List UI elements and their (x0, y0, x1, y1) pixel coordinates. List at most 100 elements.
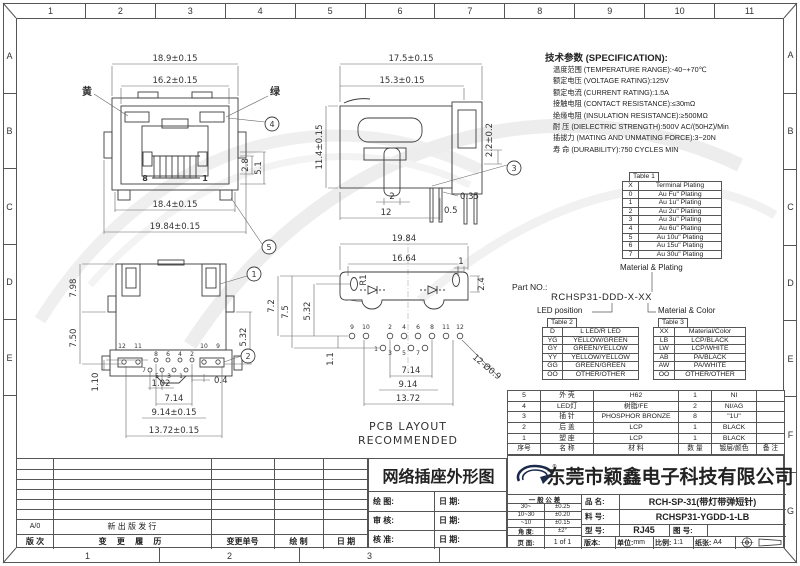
dim-h2: 7.5 (281, 305, 291, 319)
spec-item: 温度范围 (TEMPERATURE RANGE):-40~+70℃ (553, 65, 707, 74)
cell: Material/Color (674, 327, 746, 337)
grid-row-label: B (784, 94, 797, 170)
cell: YY (542, 352, 563, 363)
grid-col-label: 11 (744, 5, 755, 16)
dim-total-width: 19.84±0.15 (150, 222, 200, 232)
dim-edge: 1 (458, 257, 463, 267)
signoff-date-label: 日 期: (439, 496, 460, 506)
grid-col-label: 7 (435, 3, 506, 18)
cell: PA/WHITE (674, 361, 746, 371)
cell: OO (542, 369, 563, 380)
spec-item: 绝缘电阻 (INSULATION RESISTANCE):≥500MΩ (553, 110, 708, 120)
rear-pin-label: 12 (118, 343, 126, 350)
dim-body-width: 15.3±0.15 (380, 76, 425, 86)
grid-row-label: F (784, 397, 797, 474)
cell: LCP/WHITE (674, 344, 746, 354)
cell: 3 (622, 215, 639, 225)
cell: Au 2u" Plating (638, 206, 722, 217)
hole-note: 12-Ø0.9 (470, 352, 503, 382)
cell: 2 (678, 400, 712, 413)
unit-value: mm (633, 539, 646, 546)
cell: 外 壳 (540, 390, 594, 402)
cell: 1 (507, 432, 541, 445)
revision-header: 变更单号 (226, 537, 259, 546)
pcb-layout-view: 9 10 2 4 6 8 11 12 1 3 5 7 19.84 16.64 1… (267, 234, 503, 447)
pcb-recommended-note: RECOMMENDED (358, 434, 458, 447)
paper-label: 纸张: (695, 539, 712, 547)
part-number-label: 料 号: (585, 512, 605, 521)
dim-span2: 9.14±0.15 (152, 408, 197, 418)
grid-rows-left: A B C D E (3, 18, 16, 548)
tolerance-title: 一 般 公 差 (528, 496, 561, 504)
cell: GREEN/YELLOW (562, 344, 639, 354)
front-view: 18.9±0.15 16.2±0.15 18.4±0.15 19.84±0.15… (82, 54, 281, 255)
tolerance-angle-value: ±2° (557, 528, 568, 534)
dim-pitch: 1.02 (152, 379, 171, 389)
pin-8-label: 8 (142, 174, 148, 183)
dim-h3: 5.32 (303, 302, 313, 321)
grid-col-label: 3 (156, 3, 226, 18)
cell (756, 432, 785, 445)
tolerance-value: ±0.15 (555, 520, 570, 526)
grid-row-label: B (3, 94, 16, 169)
grid-col-label: 6 (366, 3, 436, 18)
revision-desc: 新 出 版 发 行 (107, 522, 157, 531)
header-cell: 备 注 (756, 443, 785, 455)
dim-inner-width: 16.64 (392, 254, 416, 264)
cell: GG (542, 361, 563, 371)
pcb-pin-label: 4 (402, 324, 406, 331)
grid-row-label: A (784, 18, 797, 94)
dim-row-offset: 1.10 (91, 373, 101, 392)
cell: YELLOW/GREEN (562, 335, 639, 346)
outer-border (3, 3, 797, 563)
table2-tab: Table 2 (547, 318, 577, 327)
model-label: 型 号: (585, 525, 605, 535)
grid-row-label: E (784, 321, 797, 398)
header-cell: 材 料 (593, 443, 679, 455)
grid-col-label: 9 (575, 3, 646, 18)
cell: 4 (622, 223, 639, 234)
header-cell: 数 量 (678, 443, 712, 455)
grid-columns-top: 1 2 3 4 5 6 7 8 9 10 11 (16, 3, 784, 18)
unit-field: 单位:mm (617, 536, 653, 549)
cell: LW (653, 344, 675, 354)
revision-rev: A/0 (29, 523, 41, 530)
cell: 后 盖 (540, 421, 594, 434)
revision-label: 版本: (584, 539, 601, 547)
grid-col-label: 2 (86, 3, 156, 18)
dim-span3: 13.72±0.15 (149, 426, 199, 436)
header-cell: 序号 (507, 443, 541, 455)
dim-peg-width: 2 (389, 192, 394, 202)
dim-led-height: 2.8 (241, 158, 251, 172)
cell: Au 6u" Plating (638, 223, 722, 234)
specification-block: 技术参数 (SPECIFICATION): 温度范围 (TEMPERATURE … (545, 50, 783, 155)
spec-item: 额定电压 (VOLTAGE RATING):125V (553, 76, 669, 86)
grid-col-label: 8 (505, 3, 576, 18)
cell: LCP (593, 432, 679, 445)
rear-pin-label: 10 (200, 343, 208, 350)
tolerance-angle-label: 角 度: (518, 529, 534, 536)
part-no-leader-lines (592, 272, 656, 313)
cell: 插 针 (540, 411, 594, 423)
cell: 5 (507, 390, 541, 402)
grid-col-label: 3 (300, 548, 440, 563)
cell: 0 (622, 189, 639, 200)
page-value: 1 of 1 (553, 538, 572, 546)
dim-outer-width: 18.9±0.15 (153, 54, 198, 64)
cell: PHOSPHOR BRONZE (593, 411, 679, 423)
rear-view: 12 11 10 9 8 6 4 2 7 5 3 1 7.98 7.50 5.3… (69, 259, 262, 438)
dim-top-width: 17.5±0.15 (389, 54, 434, 64)
dim-span3: 13.72 (396, 394, 420, 404)
balloon-4: 4 (269, 120, 274, 129)
pcb-pin-label: 5 (402, 350, 406, 357)
grid-row-label: D (3, 245, 16, 320)
rear-pin-label: 7 (142, 367, 146, 374)
cell: 3 (507, 411, 541, 423)
paper-value: A4 (713, 539, 722, 546)
pcb-pin-label: 7 (416, 350, 420, 357)
company-logo-icon: ® (516, 463, 557, 484)
company-name: 东莞市颖鑫电子科技有限公司 (546, 467, 794, 488)
pcb-pin-label: 10 (362, 324, 370, 331)
